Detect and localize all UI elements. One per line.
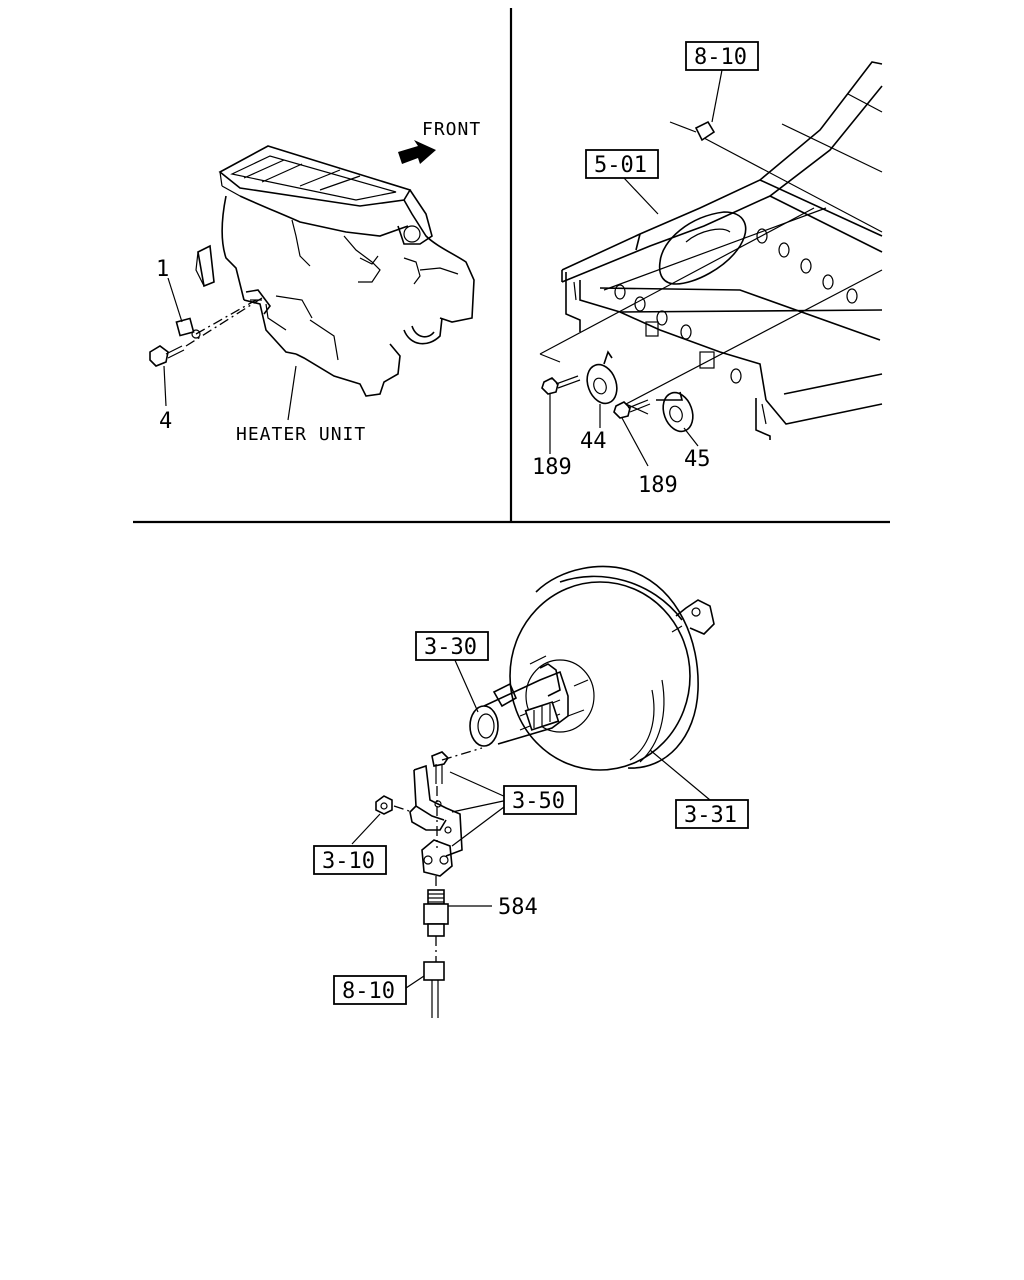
ref-5-01-label: 5-01 bbox=[594, 153, 647, 178]
part-44-label: 44 bbox=[580, 429, 607, 454]
part-189-right-label: 189 bbox=[638, 473, 678, 498]
frame-drawing bbox=[561, 61, 883, 440]
bracket bbox=[409, 764, 463, 857]
part-4-label: 4 bbox=[159, 409, 172, 434]
panel-dividers bbox=[133, 8, 890, 524]
heater-unit-panel: FRONT bbox=[149, 119, 481, 445]
ref-8-10-bottom-label: 8-10 bbox=[342, 979, 395, 1004]
part-45-label: 45 bbox=[684, 447, 711, 472]
switch-584 bbox=[423, 889, 449, 937]
clip-part bbox=[175, 317, 201, 339]
ref-5-01-box bbox=[585, 149, 659, 179]
ref-3-50-label: 3-50 bbox=[512, 789, 565, 814]
heater-unit-label: HEATER UNIT bbox=[236, 424, 366, 445]
part-584-label: 584 bbox=[498, 895, 538, 920]
ref-3-31-box bbox=[675, 799, 749, 829]
horn-44 bbox=[586, 350, 618, 405]
ref-3-10-label: 3-10 bbox=[322, 849, 375, 874]
brake-booster-drawing bbox=[509, 565, 715, 771]
ref-3-30-label: 3-30 bbox=[424, 635, 477, 660]
connector bbox=[423, 961, 445, 981]
ref-3-30-box bbox=[415, 631, 489, 661]
screw-part bbox=[149, 345, 185, 367]
ref-3-31-label: 3-31 bbox=[684, 803, 737, 828]
part-189-left-label: 189 bbox=[532, 455, 572, 480]
bolt bbox=[431, 751, 450, 784]
ref-8-10-top-box bbox=[685, 41, 759, 71]
master-cylinder-drawing bbox=[469, 663, 569, 747]
bolt-189-right bbox=[613, 399, 651, 419]
bolt-189-left bbox=[541, 375, 581, 395]
horn-45 bbox=[656, 391, 694, 433]
valve-block bbox=[421, 839, 453, 877]
brake-booster-panel: 3-30 3-50 3-31 3-10 8-10 584 bbox=[313, 565, 749, 1018]
ref-8-10-bottom-box bbox=[333, 975, 407, 1005]
ref-8-10-top-label: 8-10 bbox=[694, 45, 747, 70]
part-1-label: 1 bbox=[156, 257, 169, 282]
front-label: FRONT bbox=[422, 119, 481, 140]
horn-panel: 8-10 5-01 44 45 189 189 bbox=[532, 41, 883, 498]
front-arrow-icon bbox=[398, 140, 436, 164]
heater-unit-drawing bbox=[195, 145, 475, 397]
nut bbox=[375, 795, 393, 815]
ref-3-50-box bbox=[503, 785, 577, 815]
ref-3-10-box bbox=[313, 845, 387, 875]
